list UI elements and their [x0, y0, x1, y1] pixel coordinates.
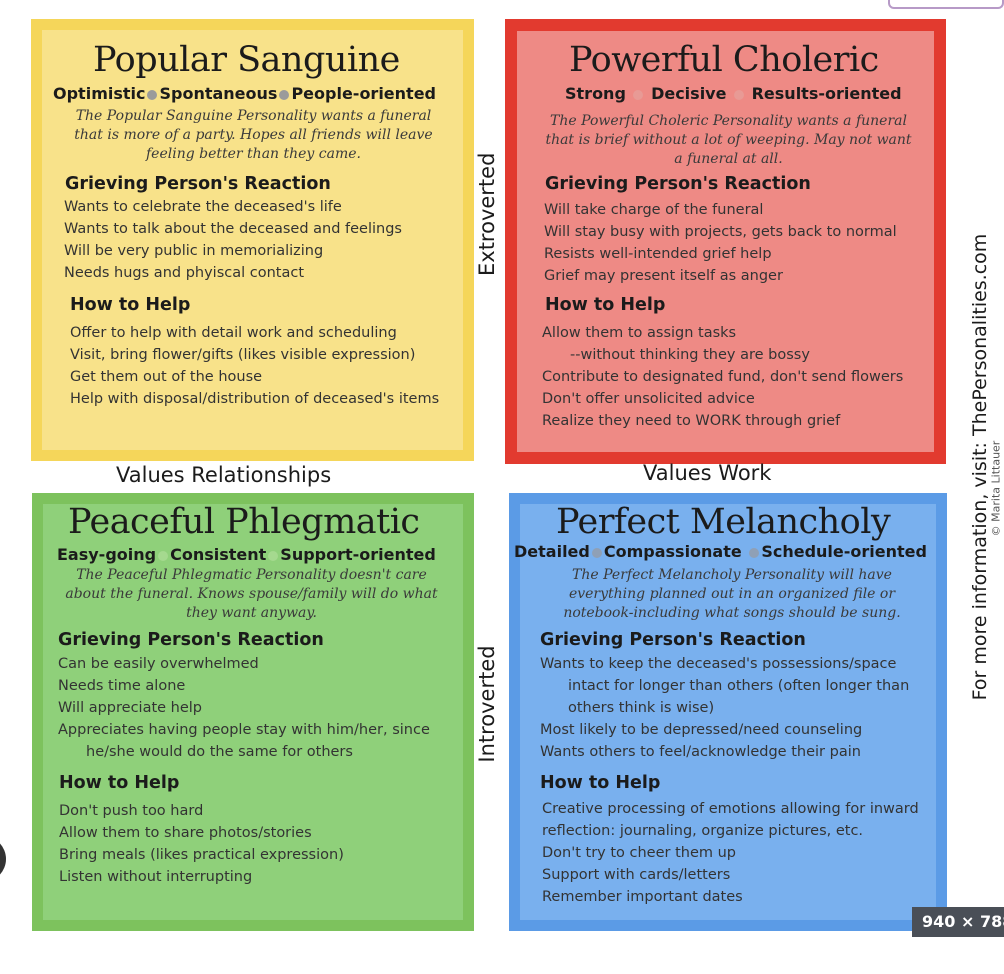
trait: Consistent	[170, 545, 267, 564]
reaction-item: Will stay busy with projects, gets back …	[544, 224, 897, 240]
reaction-item: Needs time alone	[58, 678, 186, 694]
reaction-list: Wants to celebrate the deceased's life W…	[64, 196, 402, 284]
quadrant-sanguine: Popular Sanguine Optimistic Spontaneous Pe…	[31, 19, 474, 461]
help-heading: How to Help	[545, 295, 666, 315]
help-item: Don't offer unsolicited advice	[542, 391, 755, 407]
reaction-item: Wants to celebrate the deceased's life	[64, 199, 342, 215]
reaction-heading: Grieving Person's Reaction	[65, 174, 331, 194]
help-list: Allow them to assign tasks --without thi…	[542, 322, 903, 432]
quadrant-phlegmatic: Peaceful Phlegmatic Easy-going Consistent…	[32, 493, 474, 931]
reaction-list: Can be easily overwhelmed Needs time alo…	[58, 653, 430, 763]
traits-line: Detailed Compassionate Schedule-oriented	[514, 542, 927, 561]
trait: People-oriented	[291, 84, 436, 103]
help-heading: How to Help	[59, 773, 180, 793]
quadrant-description: The Powerful Choleric Personality wants …	[545, 113, 912, 167]
reaction-item: Will be very public in memorializing	[64, 243, 324, 259]
traits-line: Strong Decisive Results-oriented	[565, 84, 902, 103]
separator-dot	[633, 89, 644, 100]
help-item: Allow them to assign tasks	[542, 325, 737, 341]
trait: Detailed	[514, 542, 590, 561]
separator-dot	[147, 89, 158, 100]
help-item: Contribute to designated fund, don't sen…	[542, 369, 904, 385]
reaction-item: Wants others to feel/acknowledge their p…	[540, 744, 861, 760]
trait: Support-oriented	[280, 545, 436, 564]
trait: Spontaneous	[159, 84, 278, 103]
trait: Compassionate	[603, 542, 742, 561]
reaction-item: Resists well-intended grief help	[544, 246, 772, 262]
quadrant-description: The Popular Sanguine Personality wants a…	[74, 108, 433, 162]
separator-dot	[591, 547, 602, 558]
help-item: Remember important dates	[542, 889, 743, 905]
traits-line: Easy-going Consistent Support-oriented	[57, 545, 436, 564]
axis-label-extroverted: Extroverted	[475, 152, 499, 276]
trait: Strong	[565, 84, 626, 103]
reaction-item: Appreciates having people stay with him/…	[58, 722, 430, 738]
axis-label-values-relationships: Values Relationships	[116, 463, 332, 487]
reaction-item: intact for longer than others (often lon…	[568, 678, 910, 694]
help-item: Listen without interrupting	[59, 869, 253, 885]
separator-dot	[749, 547, 760, 558]
help-heading: How to Help	[70, 295, 191, 315]
more-info-text: For more information, visit: ThePersonal…	[969, 233, 991, 701]
reaction-item: Will take charge of the funeral	[544, 202, 764, 218]
reaction-list: Will take charge of the funeral Will sta…	[544, 199, 897, 287]
help-item: Allow them to share photos/stories	[59, 825, 312, 841]
quadrant-title: Peaceful Phlegmatic	[68, 502, 420, 542]
trait: Decisive	[651, 84, 727, 103]
trait: Optimistic	[53, 84, 146, 103]
quadrant-choleric: Powerful Choleric Strong Decisive Result…	[505, 19, 946, 464]
quadrant-melancholy: Perfect Melancholy Detailed Compassionate…	[509, 493, 947, 931]
reaction-item: Wants to keep the deceased's possessions…	[540, 656, 897, 672]
quadrant-description: The Perfect Melancholy Personality will …	[563, 567, 901, 621]
reaction-item: Grief may present itself as anger	[544, 268, 783, 284]
corner-box	[888, 0, 1004, 9]
copyright-text: © Marita Littauer	[989, 440, 1003, 537]
help-item: Realize they need to WORK through grief	[542, 413, 841, 429]
reaction-item: he/she would do the same for others	[86, 744, 353, 760]
reaction-list: Wants to keep the deceased's possessions…	[540, 653, 909, 763]
help-item: Bring meals (likes practical expression)	[59, 847, 344, 863]
help-item: Support with cards/letters	[542, 867, 731, 883]
left-edge-circle[interactable]	[0, 836, 6, 882]
reaction-item: Wants to talk about the deceased and fee…	[64, 221, 402, 237]
axis-label-introverted: Introverted	[475, 645, 499, 763]
help-item: Creative processing of emotions allowing…	[542, 801, 919, 817]
trait: Schedule-oriented	[761, 542, 927, 561]
help-heading: How to Help	[540, 773, 661, 793]
quadrant-title: Powerful Choleric	[569, 40, 879, 80]
help-item: Get them out of the house	[70, 369, 263, 385]
help-item: --without thinking they are bossy	[570, 347, 810, 363]
separator-dot	[158, 550, 169, 561]
quadrant-description: The Peaceful Phlegmatic Personality does…	[65, 567, 438, 621]
help-item: Offer to help with detail work and sched…	[70, 325, 397, 341]
help-item: Don't push too hard	[59, 803, 204, 819]
separator-dot	[734, 89, 745, 100]
help-list: Creative processing of emotions allowing…	[542, 798, 919, 908]
reaction-heading: Grieving Person's Reaction	[545, 174, 811, 194]
separator-dot	[268, 550, 279, 561]
reaction-item: Needs hugs and phyiscal contact	[64, 265, 305, 281]
reaction-heading: Grieving Person's Reaction	[58, 630, 324, 650]
quadrant-title: Perfect Melancholy	[556, 502, 891, 542]
image-size-badge: 940 × 788	[912, 907, 1004, 937]
reaction-item: others think is wise)	[568, 700, 715, 716]
separator-dot	[279, 89, 290, 100]
trait: Results-oriented	[751, 84, 902, 103]
reaction-item: Will appreciate help	[58, 700, 203, 716]
reaction-item: Can be easily overwhelmed	[58, 656, 259, 672]
trait: Easy-going	[57, 545, 157, 564]
help-item: Help with disposal/distribution of decea…	[70, 391, 440, 407]
help-item: Don't try to cheer them up	[542, 845, 737, 861]
help-list: Offer to help with detail work and sched…	[70, 322, 439, 410]
help-item: Visit, bring flower/gifts (likes visible…	[70, 347, 416, 363]
traits-line: Optimistic Spontaneous People-oriented	[53, 84, 436, 103]
help-item: reflection: journaling, organize picture…	[542, 823, 864, 839]
reaction-item: Most likely to be depressed/need counsel…	[540, 722, 863, 738]
axis-label-values-work: Values Work	[643, 461, 772, 485]
quadrant-title: Popular Sanguine	[93, 40, 400, 80]
help-list: Don't push too hard Allow them to share …	[59, 800, 344, 888]
reaction-heading: Grieving Person's Reaction	[540, 630, 806, 650]
